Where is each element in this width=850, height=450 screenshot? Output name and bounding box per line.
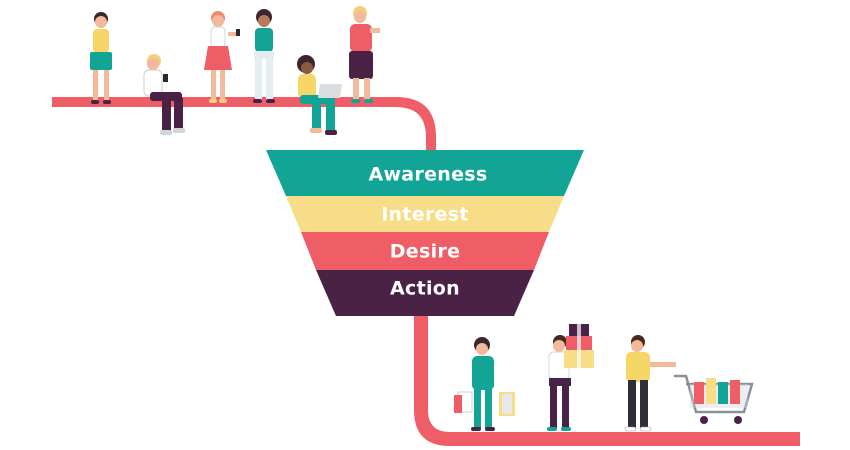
funnel-stage-desire [301, 232, 549, 270]
funnel-stage-action [316, 270, 534, 316]
funnel-label-desire: Desire [390, 241, 461, 263]
person-woman-yellow-top [90, 12, 112, 104]
person-man-sitting-phone [143, 54, 185, 135]
pipe [52, 97, 800, 446]
person-man-gift-boxes [547, 324, 594, 431]
person-woman-red-skirt [204, 11, 240, 103]
funnel-stage-interest [286, 196, 564, 232]
funnel-label-awareness: Awareness [368, 164, 487, 186]
person-woman-laptop [297, 55, 342, 135]
pipe-bottom-segment [414, 316, 800, 446]
funnel-stage-awareness [266, 150, 584, 196]
funnel-label-interest: Interest [381, 204, 469, 226]
person-man-red-top [349, 6, 380, 103]
person-man-shopping-cart [624, 335, 676, 432]
funnel-label-action: Action [390, 278, 460, 300]
person-woman-shopping-bags [454, 337, 515, 431]
person-woman-teal-top [253, 9, 275, 103]
funnel: Awareness Interest Desire Action [266, 150, 584, 316]
pipe-top-segment [52, 97, 436, 152]
shopping-cart-icon [674, 374, 754, 424]
